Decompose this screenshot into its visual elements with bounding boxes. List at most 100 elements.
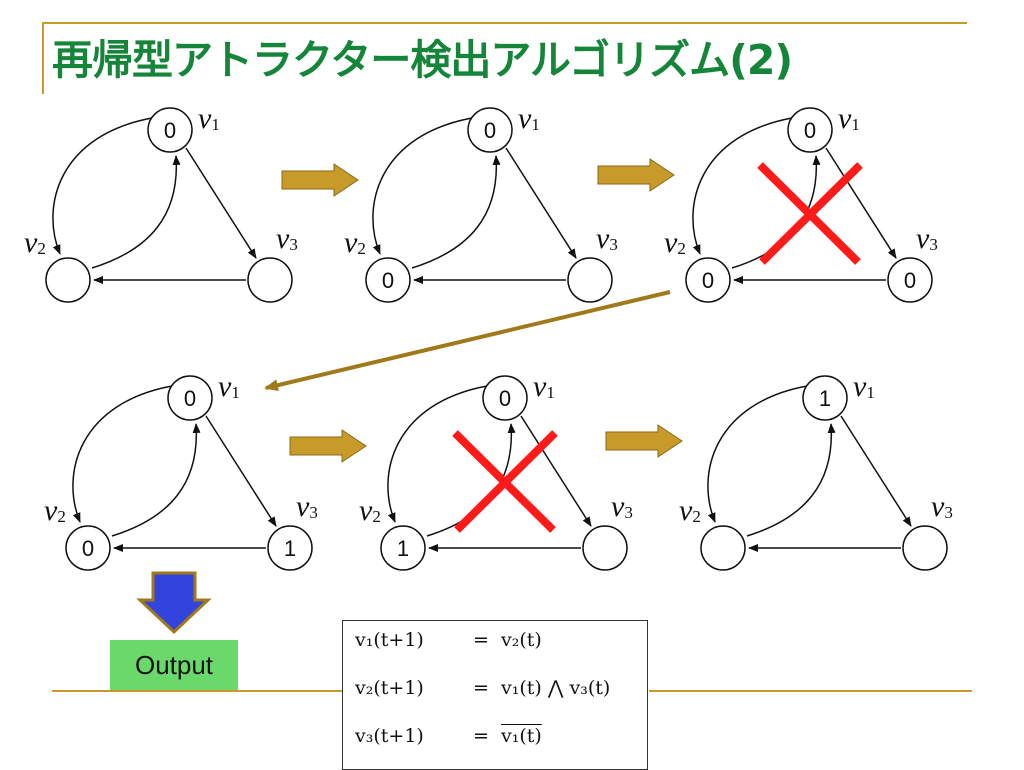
label-v1-subscript: 1 bbox=[866, 383, 875, 402]
label-v1: v1 bbox=[853, 370, 875, 403]
formula-equals: = bbox=[473, 629, 489, 651]
node-v2-value: 0 bbox=[382, 268, 394, 293]
output-label: Output bbox=[110, 640, 238, 690]
label-v3: v3 bbox=[296, 490, 318, 523]
slide-title: 再帰型アトラクター検出アルゴリズム(2) bbox=[52, 36, 793, 84]
label-v1: v1 bbox=[198, 102, 220, 135]
label-v2: v2 bbox=[344, 226, 366, 259]
label-v3: v3 bbox=[916, 222, 938, 255]
node-v2 bbox=[45, 257, 91, 303]
label-v1: v1 bbox=[838, 102, 860, 135]
node-v2 bbox=[65, 525, 111, 571]
edge-v2-v1 bbox=[91, 155, 181, 269]
node-v2-value: 1 bbox=[397, 536, 409, 561]
label-v3-subscript: 3 bbox=[929, 235, 938, 254]
label-v1: v1 bbox=[218, 370, 240, 403]
edge-v1-v3 bbox=[825, 147, 897, 259]
formula-rhs: v₁(t) ⋀ v₃(t) bbox=[501, 677, 611, 699]
node-v1-value: 0 bbox=[804, 118, 816, 143]
node-v2-value: 0 bbox=[82, 536, 94, 561]
edge-v1-v3 bbox=[840, 415, 912, 527]
formula-equals: = bbox=[473, 677, 489, 699]
edge-v1-v2 bbox=[707, 385, 808, 523]
node-v3-value: 0 bbox=[904, 268, 916, 293]
label-v2-subscript: 2 bbox=[357, 239, 366, 258]
label-v2: v2 bbox=[44, 494, 66, 527]
connector-arrow bbox=[264, 290, 671, 392]
label-v2-subscript: 2 bbox=[372, 507, 381, 526]
label-v2: v2 bbox=[679, 494, 701, 527]
formula-rhs: v₁(t) bbox=[501, 725, 542, 747]
node-v1-value: 0 bbox=[164, 118, 176, 143]
cross-stroke bbox=[759, 162, 863, 265]
label-v2: v2 bbox=[664, 226, 686, 259]
node-v3 bbox=[267, 525, 313, 571]
label-v1-subscript: 1 bbox=[851, 115, 860, 134]
label-v1-subscript: 1 bbox=[531, 115, 540, 134]
formula-lhs: v₂(t+1) bbox=[355, 677, 424, 699]
label-v3: v3 bbox=[931, 490, 953, 523]
formula-lhs: v₃(t+1) bbox=[355, 725, 424, 747]
node-v1 bbox=[787, 107, 833, 153]
edge-v1-v3 bbox=[205, 415, 277, 527]
edge-v2-v1 bbox=[111, 423, 201, 537]
label-v2-subscript: 2 bbox=[57, 507, 66, 526]
decorative-bottom-line-left bbox=[52, 690, 342, 692]
edge-v1-v2 bbox=[692, 117, 793, 255]
formula-equals: = bbox=[473, 725, 489, 747]
label-v3-subscript: 3 bbox=[309, 503, 318, 522]
decorative-bottom-line-right bbox=[649, 690, 972, 692]
label-v1-subscript: 1 bbox=[231, 383, 240, 402]
output-arrow bbox=[136, 571, 212, 635]
node-v2 bbox=[365, 257, 411, 303]
node-v2 bbox=[700, 525, 746, 571]
node-v3 bbox=[582, 525, 628, 571]
node-v2 bbox=[380, 525, 426, 571]
state-panel: 0 0 v1 v2 v3 bbox=[344, 102, 618, 303]
node-v1-value: 0 bbox=[484, 118, 496, 143]
node-v1 bbox=[167, 375, 213, 421]
state-panel: 0 0 1v1 v2 v3 bbox=[44, 370, 318, 571]
label-v1-subscript: 1 bbox=[211, 115, 220, 134]
label-v3-subscript: 3 bbox=[624, 503, 633, 522]
decorative-top-line bbox=[42, 22, 967, 24]
node-v3 bbox=[902, 525, 948, 571]
formula-row-1: v₁(t+1) = v₂(t) bbox=[355, 629, 542, 663]
edge-v1-v2 bbox=[387, 385, 488, 523]
label-v3: v3 bbox=[596, 222, 618, 255]
edge-v1-v2 bbox=[52, 117, 153, 255]
label-v3-subscript: 3 bbox=[609, 235, 618, 254]
edge-v2-v1 bbox=[746, 423, 836, 537]
edge-v1-v2 bbox=[372, 117, 473, 255]
node-v1 bbox=[482, 375, 528, 421]
formula-rhs: v₂(t) bbox=[501, 629, 542, 651]
node-v1 bbox=[147, 107, 193, 153]
node-v1-value: 0 bbox=[184, 386, 196, 411]
node-v1 bbox=[802, 375, 848, 421]
edge-v1-v3 bbox=[520, 415, 592, 527]
label-v1: v1 bbox=[533, 370, 555, 403]
label-v3-subscript: 3 bbox=[944, 503, 953, 522]
label-v2: v2 bbox=[359, 494, 381, 527]
label-v3: v3 bbox=[276, 222, 298, 255]
label-v2-subscript: 2 bbox=[677, 239, 686, 258]
node-v3 bbox=[567, 257, 613, 303]
node-v3 bbox=[887, 257, 933, 303]
node-v1 bbox=[467, 107, 513, 153]
decorative-left-line bbox=[42, 22, 44, 94]
edge-v1-v3 bbox=[185, 147, 257, 259]
label-v2-subscript: 2 bbox=[37, 239, 46, 258]
node-v1-value: 0 bbox=[499, 386, 511, 411]
node-v3 bbox=[247, 257, 293, 303]
label-v1: v1 bbox=[518, 102, 540, 135]
node-v2-value: 0 bbox=[702, 268, 714, 293]
label-v3-subscript: 3 bbox=[289, 235, 298, 254]
transition-arrow bbox=[605, 424, 683, 458]
node-v2 bbox=[685, 257, 731, 303]
edge-v1-v3 bbox=[505, 147, 577, 259]
node-v1-value: 1 bbox=[819, 386, 831, 411]
transition-arrow bbox=[597, 158, 675, 192]
